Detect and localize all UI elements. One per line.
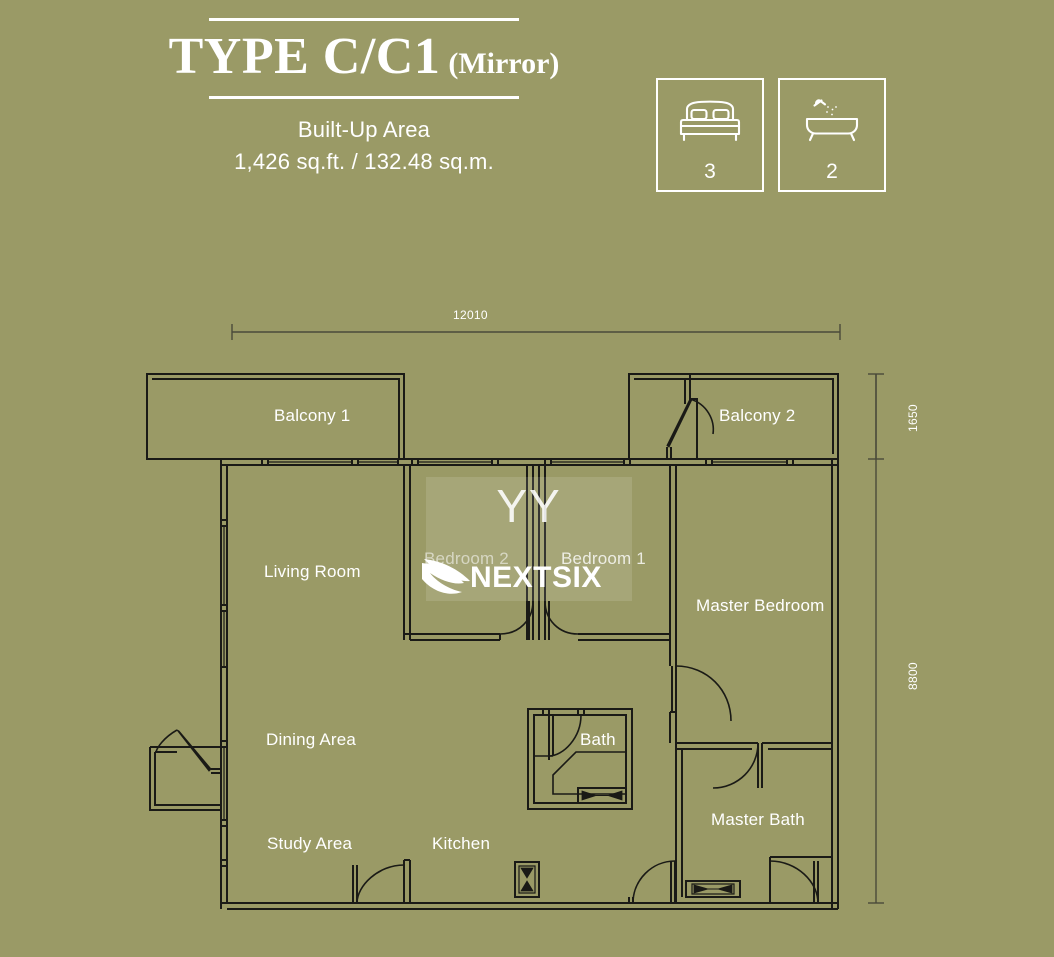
room-label-bedroom-1: Bedroom 1 <box>561 549 646 568</box>
room-label-bath: Bath <box>580 730 616 749</box>
header-block: TYPE C/C1(Mirror) Built-Up Area 1,426 sq… <box>0 0 728 175</box>
dimension-label-top-height: 1650 <box>906 404 920 432</box>
room-label-master-bath: Master Bath <box>711 810 805 829</box>
title-mirror-text: (Mirror) <box>448 47 560 80</box>
bathroom-count-value: 2 <box>826 160 838 183</box>
page-title: TYPE C/C1(Mirror) <box>0 27 728 86</box>
dimension-label-width: 12010 <box>453 308 488 322</box>
room-label-balcony-1: Balcony 1 <box>274 406 351 425</box>
title-rule-bottom <box>209 96 519 99</box>
room-label-study-area: Study Area <box>267 834 353 853</box>
room-label-kitchen: Kitchen <box>432 834 491 853</box>
room-label-balcony-2: Balcony 2 <box>719 406 796 425</box>
bed-icon <box>658 90 762 152</box>
room-label-living-room: Living Room <box>264 562 361 581</box>
built-up-area-value: 1,426 sq.ft. / 132.48 sq.m. <box>234 149 494 174</box>
dimension-label-overall-height: 8800 <box>906 662 920 690</box>
bedroom-count-value: 3 <box>704 160 716 183</box>
bedroom-count-box: 3 <box>656 78 764 192</box>
bathroom-count-box: 2 <box>778 78 886 192</box>
built-up-area-label: Built-Up Area <box>297 117 431 142</box>
room-label-bedroom-2: Bedroom 2 <box>424 549 509 568</box>
room-label-dining-area: Dining Area <box>266 730 357 749</box>
title-rule-top <box>209 18 519 21</box>
room-label-master-bedroom: Master Bedroom <box>696 596 825 615</box>
bathtub-icon <box>780 90 884 152</box>
title-main-text: TYPE C/C1 <box>168 28 441 85</box>
